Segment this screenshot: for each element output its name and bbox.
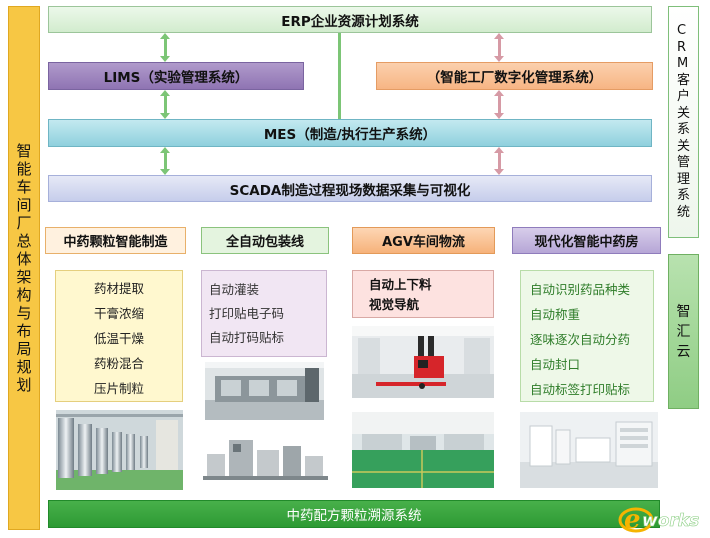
pharmacy-feature-list: 自动识别药品种类 自动称重 逐味逐次自动分药 自动封口 自动标签打印贴标 — [520, 270, 654, 402]
dfm-bar: （智能工厂数字化管理系统） — [376, 62, 653, 90]
pharmacy-room-photo — [520, 412, 658, 488]
list-item: 自动打码贴标 — [209, 330, 285, 345]
list-item: 视觉导航 — [369, 297, 420, 312]
traceability-bar: 中药配方颗粒溯源系统 — [48, 500, 660, 528]
category-title: 全自动包装线 — [225, 235, 304, 250]
scada-bar: SCADA制造过程现场数据采集与可视化 — [48, 175, 652, 202]
dfm-label: （智能工厂数字化管理系统） — [426, 70, 603, 86]
connector-mes-scada-right — [494, 147, 504, 175]
list-item: 干膏浓缩 — [93, 306, 144, 321]
left-title: 智能车间厂总体架构与布局规划 — [16, 142, 32, 394]
left-title-bar: 智能车间厂总体架构与布局规划 — [8, 6, 40, 530]
traceability-label: 中药配方颗粒溯源系统 — [286, 508, 422, 524]
cloud-label: 智汇云 — [676, 303, 691, 360]
connector-lims-mes — [160, 90, 170, 119]
erp-label: ERP企业资源计划系统 — [281, 13, 419, 30]
list-item: 压片制粒 — [93, 381, 144, 396]
packaging-equipment-photo — [203, 430, 328, 485]
agv-forklift-photo — [352, 326, 494, 398]
list-item: 打印贴电子码 — [209, 306, 285, 321]
category-granule-manufacturing: 中药颗粒智能制造 — [45, 227, 186, 254]
mes-bar: MES（制造/执行生产系统） — [48, 119, 652, 147]
workshop-floor-photo — [352, 412, 494, 488]
agv-feature-list: 自动上下料 视觉导航 — [352, 270, 494, 318]
list-item: 低温干燥 — [93, 331, 144, 346]
erp-bar: ERP企业资源计划系统 — [48, 6, 652, 33]
granule-process-list: 药材提取 干膏浓缩 低温干燥 药粉混合 压片制粒 — [55, 270, 183, 402]
list-item: 自动识别药品种类 — [530, 282, 631, 297]
list-item: 药材提取 — [93, 281, 144, 296]
scada-label: SCADA制造过程现场数据采集与可视化 — [229, 182, 471, 199]
category-packaging-line: 全自动包装线 — [201, 227, 329, 254]
svg-text:works: works — [642, 511, 699, 531]
svg-text:e: e — [624, 505, 641, 534]
category-title: 现代化智能中药房 — [534, 235, 639, 250]
extraction-tanks-photo — [56, 410, 183, 490]
lims-bar: LIMS（实验管理系统） — [48, 62, 304, 90]
category-agv-logistics: AGV车间物流 — [352, 227, 495, 254]
list-item: 逐味逐次自动分药 — [530, 332, 631, 347]
list-item: 自动封口 — [530, 357, 581, 372]
connector-erp-dfm — [494, 33, 504, 62]
category-smart-pharmacy: 现代化智能中药房 — [512, 227, 661, 254]
category-title: 中药颗粒智能制造 — [63, 235, 168, 250]
packaging-process-list: 自动灌装 打印贴电子码 自动打码贴标 — [201, 270, 327, 357]
eworks-logo: e works — [612, 502, 704, 535]
list-item: 自动灌装 — [209, 282, 260, 297]
list-item: 自动标签打印贴标 — [530, 382, 631, 397]
lims-label: LIMS（实验管理系统） — [103, 70, 249, 86]
cloud-bar: 智汇云 — [668, 254, 699, 409]
list-item: 药粉混合 — [93, 356, 144, 371]
connector-erp-mes — [338, 33, 342, 119]
connector-erp-lims — [160, 33, 170, 62]
category-title: AGV车间物流 — [382, 235, 465, 250]
connector-dfm-mes — [494, 90, 504, 119]
mes-label: MES（制造/执行生产系统） — [263, 127, 437, 143]
list-item: 自动上下料 — [369, 277, 432, 292]
connector-mes-scada-left — [160, 147, 170, 175]
list-item: 自动称重 — [530, 307, 581, 322]
packaging-line-photo — [205, 362, 324, 420]
